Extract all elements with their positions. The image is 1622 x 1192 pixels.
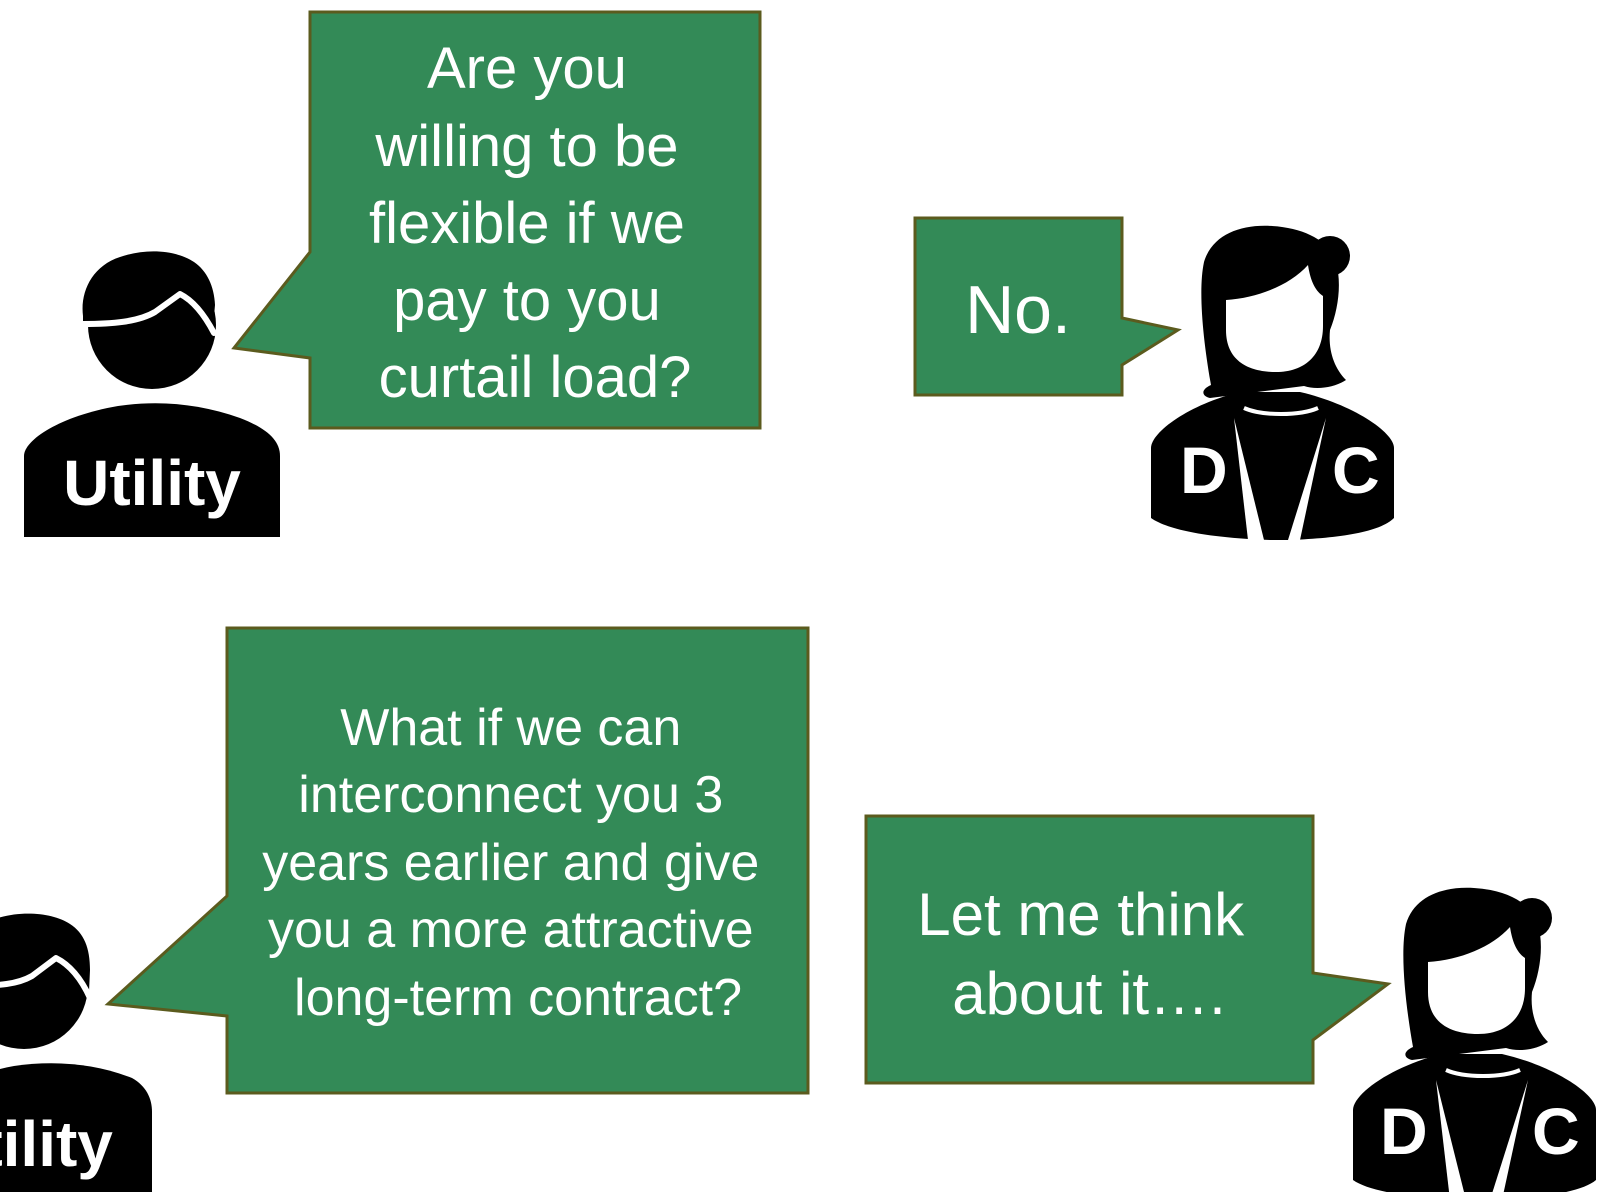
man-icon <box>24 251 280 537</box>
text-line: No. <box>965 272 1071 348</box>
woman-icon <box>1353 887 1596 1192</box>
question-bubble-top: Are you willing to be flexible if we pay… <box>231 10 762 430</box>
text-line: pay to you <box>393 268 661 333</box>
bubble-text: What if we can interconnect you 3 years … <box>262 699 774 1027</box>
utility-label: Utility <box>63 447 241 519</box>
dc-letter-d: D <box>1380 1094 1428 1168</box>
utility-person-bottom: Utility <box>0 913 152 1192</box>
dc-letter-c: C <box>1532 1094 1580 1168</box>
dc-person-bottom: D C <box>1353 887 1596 1192</box>
bubble-text: Let me think about it…. <box>917 881 1261 1027</box>
utility-person-top: Utility <box>24 251 280 537</box>
question-bubble-bottom: What if we can interconnect you 3 years … <box>104 626 810 1095</box>
text-line: years earlier and give <box>262 834 759 892</box>
woman-icon <box>1151 225 1394 540</box>
bubble-shape <box>104 626 810 1095</box>
text-line: long-term contract? <box>294 969 742 1027</box>
text-line: curtail load? <box>379 345 692 410</box>
text-line: you a more attractive <box>268 901 754 959</box>
text-line: about it…. <box>952 960 1226 1027</box>
text-line: Let me think <box>917 881 1245 948</box>
text-line: flexible if we <box>369 191 685 256</box>
text-line: Are you <box>427 36 627 101</box>
text-line: willing to be <box>374 114 678 179</box>
bubble-shape <box>231 10 762 430</box>
bubble-shape <box>913 216 1182 397</box>
bubble-text: Are you willing to be flexible if we pay… <box>369 36 701 410</box>
answer-bubble-bottom: Let me think about it…. <box>864 814 1392 1085</box>
answer-bubble-top: No. <box>913 216 1182 397</box>
bubble-shape <box>864 814 1392 1085</box>
bubble-text: No. <box>965 272 1071 348</box>
dc-person-top: D C <box>1151 225 1394 540</box>
man-icon <box>0 913 152 1192</box>
text-line: What if we can <box>340 699 681 757</box>
utility-label: Utility <box>0 1108 113 1180</box>
dc-letter-c: C <box>1332 433 1380 507</box>
text-line: interconnect you 3 <box>298 766 723 824</box>
dc-letter-d: D <box>1180 433 1228 507</box>
